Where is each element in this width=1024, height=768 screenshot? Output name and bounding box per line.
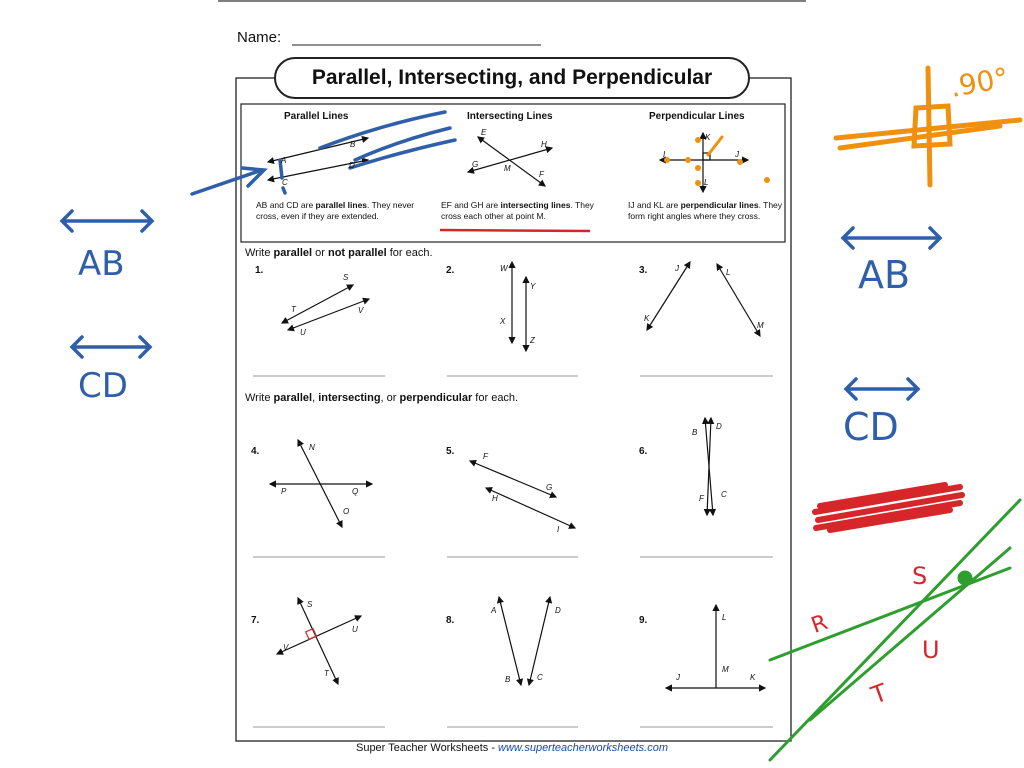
orange-dots xyxy=(664,137,770,186)
point-label: E xyxy=(481,128,487,137)
point-label: F xyxy=(539,170,544,179)
definitions-box xyxy=(240,103,786,243)
blue-annotations xyxy=(59,110,943,401)
point-label: Q xyxy=(352,487,359,496)
point-label: Z xyxy=(530,336,535,345)
question-number-3: 3. xyxy=(639,265,648,276)
point-label: L xyxy=(704,178,709,187)
green-annotations xyxy=(768,498,1022,762)
handwritten-ab-left: AB xyxy=(78,244,125,284)
point-label: H xyxy=(541,140,547,149)
red-underline-annotation xyxy=(439,228,591,233)
point-label: C xyxy=(537,673,543,682)
point-label: G xyxy=(546,483,553,492)
question-number-4: 4. xyxy=(251,446,260,457)
handwritten-cd-right: CD xyxy=(843,405,899,449)
point-label: D xyxy=(349,161,355,170)
question-number-1: 1. xyxy=(255,265,264,276)
point-label: D xyxy=(716,422,722,431)
point-label: V xyxy=(283,643,289,652)
point-label: L xyxy=(722,613,727,622)
q1-diagram xyxy=(280,284,371,332)
q6-diagram xyxy=(701,416,717,517)
point-label: Y xyxy=(530,282,536,291)
point-label: C xyxy=(721,490,727,499)
instruction-parallel-or-not: Write parallel or not parallel for each. xyxy=(245,247,433,259)
name-label: Name: xyxy=(237,29,282,46)
handwritten-u: U xyxy=(922,636,940,664)
point-label: A xyxy=(281,156,287,165)
point-label: I xyxy=(557,525,560,534)
point-label: M xyxy=(757,321,764,330)
point-label: O xyxy=(343,507,350,516)
def-heading-intersecting: Intersecting Lines xyxy=(467,111,553,122)
def-perpendicular-diagram xyxy=(658,131,750,194)
q2-diagram xyxy=(508,260,530,353)
question-number-6: 6. xyxy=(639,446,648,457)
point-label: I xyxy=(663,150,666,159)
question-number-8: 8. xyxy=(446,615,455,626)
point-label: D xyxy=(555,606,561,615)
def-text-intersecting: EF and GH are intersecting lines. They c… xyxy=(441,200,594,221)
point-label: H xyxy=(492,494,498,503)
point-label: M xyxy=(504,164,511,173)
footer: Super Teacher Worksheets - www.superteac… xyxy=(355,742,669,754)
orange-annotations xyxy=(706,65,1023,188)
point-label: T xyxy=(291,305,296,314)
point-label: S xyxy=(343,273,349,282)
answer-lines xyxy=(253,375,773,728)
point-label: K xyxy=(750,673,756,682)
point-label: A xyxy=(491,606,497,615)
point-label: B xyxy=(350,140,356,149)
def-parallel-diagram xyxy=(266,135,370,183)
point-label: K xyxy=(705,133,711,142)
point-label: U xyxy=(300,328,306,337)
q7-diagram xyxy=(275,596,363,686)
point-label: W xyxy=(500,264,508,273)
point-label: S xyxy=(307,600,313,609)
def-intersecting-diagram xyxy=(466,136,554,187)
point-label: X xyxy=(500,317,506,326)
point-label: L xyxy=(726,268,731,277)
point-label: T xyxy=(324,669,329,678)
instruction-parallel-intersecting-perpendicular: Write parallel, intersecting, or perpend… xyxy=(245,392,519,404)
point-label: K xyxy=(644,314,650,323)
handwritten-s: S xyxy=(912,562,928,590)
question-number-7: 7. xyxy=(251,615,260,626)
point-label: F xyxy=(483,452,488,461)
point-label: N xyxy=(309,443,315,452)
point-label: P xyxy=(281,487,287,496)
def-text-perpendicular: IJ and KL are perpendicular lines. They … xyxy=(628,200,783,221)
point-label: V xyxy=(358,306,364,315)
handwritten-cd-left: CD xyxy=(78,366,128,406)
point-label: B xyxy=(692,428,698,437)
point-label: M xyxy=(722,665,729,674)
question-number-9: 9. xyxy=(639,615,648,626)
point-label: F xyxy=(699,494,704,503)
point-label: C xyxy=(282,178,288,187)
point-label: J xyxy=(676,673,680,682)
point-label: J xyxy=(735,150,739,159)
question-number-5: 5. xyxy=(446,446,455,457)
point-label: J xyxy=(675,264,679,273)
def-text-parallel: AB and CD are parallel lines. They never… xyxy=(256,200,415,221)
q5-diagram xyxy=(468,459,577,529)
footer-url[interactable]: www.superteacherworksheets.com xyxy=(498,742,669,754)
q3-diagram xyxy=(646,260,761,338)
handwritten-ab-right: AB xyxy=(858,253,911,297)
point-label: B xyxy=(505,675,511,684)
q4-diagram xyxy=(268,438,374,529)
q8-diagram xyxy=(496,595,553,687)
def-heading-parallel: Parallel Lines xyxy=(284,111,349,122)
def-heading-perpendicular: Perpendicular Lines xyxy=(649,111,745,122)
red-scribble xyxy=(812,482,965,533)
question-number-2: 2. xyxy=(446,265,455,276)
point-label: U xyxy=(352,625,358,634)
point-label: G xyxy=(472,160,479,169)
q9-diagram xyxy=(664,603,767,692)
worksheet-title: Parallel, Intersecting, and Perpendicula… xyxy=(274,57,750,99)
